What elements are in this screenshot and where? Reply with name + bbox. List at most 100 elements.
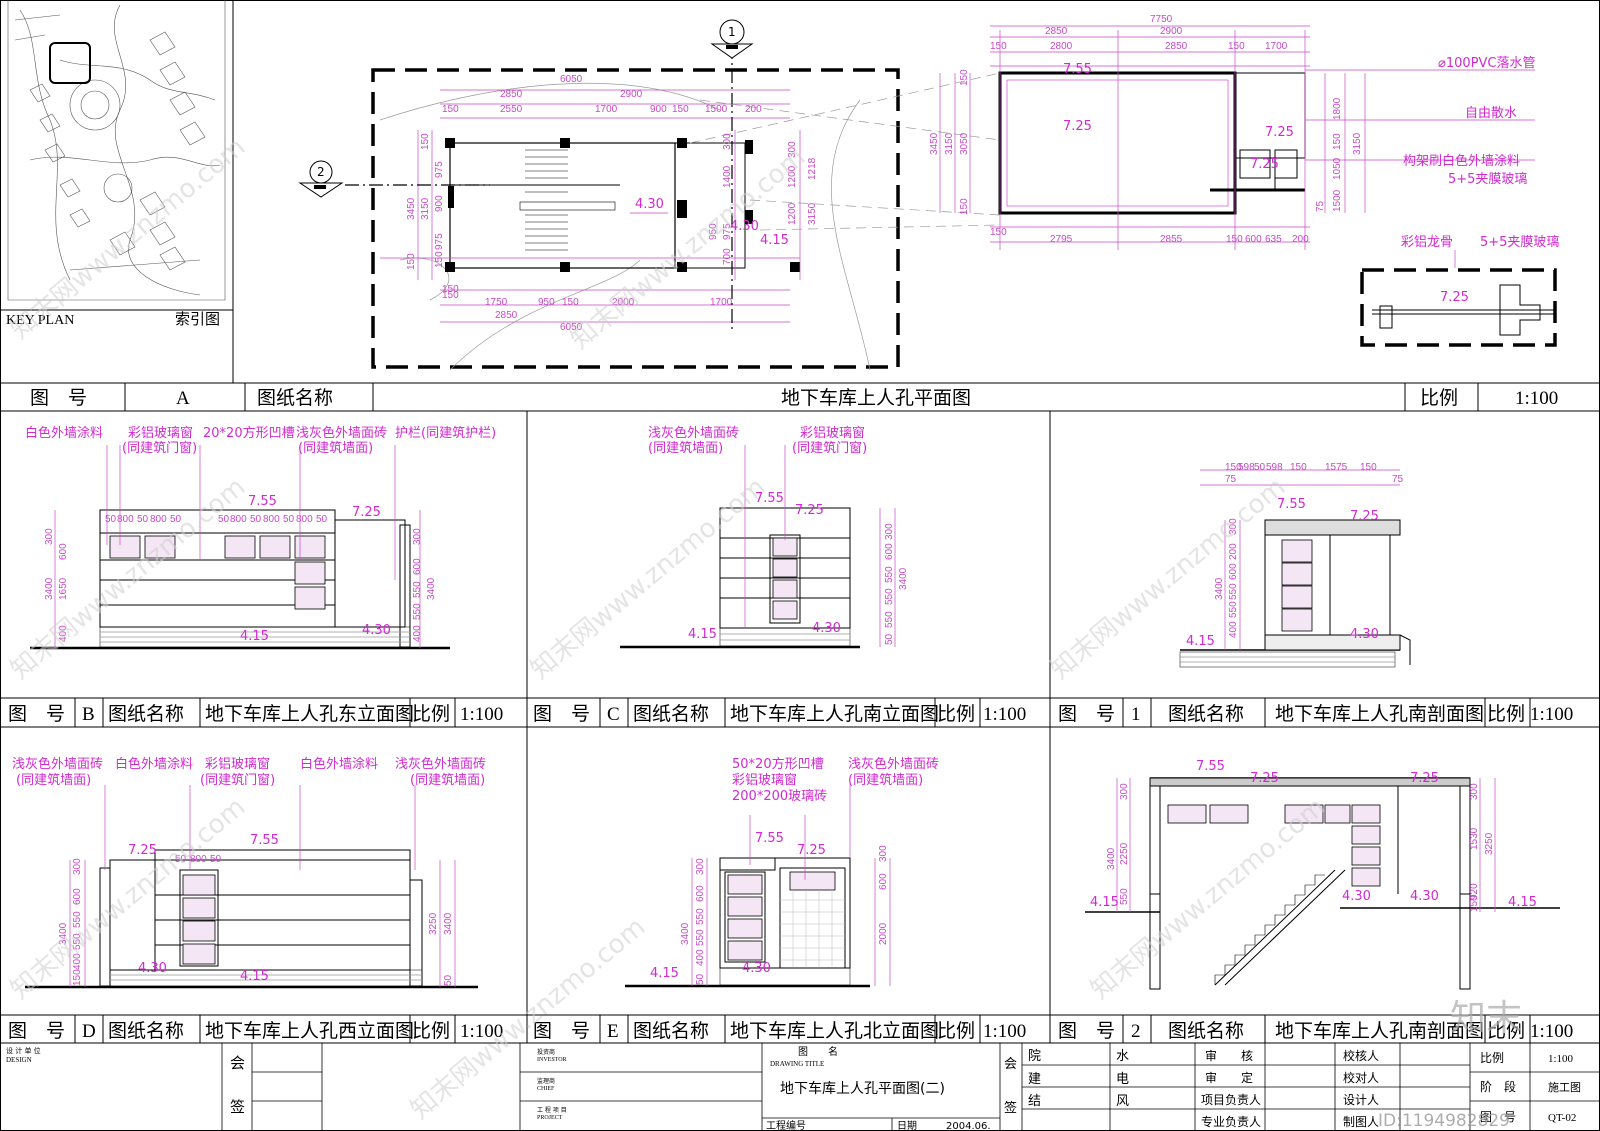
key-plan: KEY PLAN 索引图	[6, 0, 226, 328]
roof-dim: 2850	[1165, 41, 1188, 52]
callout: 200*200玻璃砖	[732, 789, 827, 804]
plan-dim: 3450	[406, 197, 417, 220]
svg-text:知末网www.znzmo.com: 知末网www.znzmo.com	[525, 472, 771, 685]
svg-text:300: 300	[884, 523, 895, 540]
title-row-a: 图 号 A 图纸名称 地下车库上人孔平面图 比例 1:100	[30, 387, 1558, 409]
title-row-d: 图 号 D 图纸名称 地下车库上人孔西立面图 比例 1:100	[8, 1015, 503, 1043]
plan-dim: 150	[442, 290, 459, 301]
svg-text:比例: 比例	[1487, 703, 1525, 725]
plan-dim: 150	[442, 284, 459, 295]
callout: (同建筑门窗)	[200, 772, 275, 788]
north-elevation: 50*20方形凹槽 彩铝玻璃窗 200*200玻璃砖 浅灰色外墙面砖 (同建筑墙…	[625, 756, 939, 988]
svg-text:签: 签	[230, 1098, 245, 1116]
callout: (同建筑墙面)	[648, 440, 723, 456]
roof-note: 自由散水	[1465, 106, 1517, 121]
plan-dim: 150	[406, 253, 417, 270]
svg-text:图 号: 图 号	[1480, 1110, 1516, 1124]
roof-dim: 150	[1228, 41, 1245, 52]
drawing-name: 地下车库上人孔平面图(二)	[780, 1080, 945, 1097]
plan-dim: 1400	[722, 165, 733, 188]
section-2: 7.55 7.25 7.25 4.15 4.30 4.30 4.15 3400 …	[1085, 759, 1560, 990]
svg-text:300: 300	[1228, 518, 1239, 535]
svg-text:75: 75	[1392, 474, 1404, 485]
svg-text:75: 75	[1225, 474, 1237, 485]
ground-plan: 1 2 6050 2850 2900 150 2550 1700 900 150…	[298, 19, 1001, 371]
svg-text:3250: 3250	[428, 912, 439, 935]
svg-text:比例: 比例	[412, 1020, 450, 1042]
level-mark: 7.55	[250, 833, 279, 848]
roof-dim: 150	[1226, 234, 1243, 245]
level-mark: 4.30	[1342, 889, 1371, 904]
plan-boundary	[371, 68, 900, 369]
svg-text:D: D	[82, 1021, 96, 1042]
svg-text:比例: 比例	[1487, 1020, 1525, 1042]
roof-dim: 7750	[1150, 14, 1173, 25]
svg-text:施工图: 施工图	[1548, 1081, 1581, 1094]
plan-dim: 6050	[560, 322, 583, 333]
title-row-c: 图 号 C 图纸名称 地下车库上人孔南立面图 比例 1:100	[533, 698, 1026, 727]
section-marker-1: 1	[710, 19, 754, 59]
svg-text:3400: 3400	[426, 577, 437, 600]
svg-text:1:100: 1:100	[983, 704, 1026, 725]
site-map-thumbnail	[7, 0, 226, 301]
svg-text:800: 800	[263, 514, 280, 525]
svg-text:图纸名称: 图纸名称	[257, 387, 333, 409]
svg-text:800: 800	[296, 514, 313, 525]
roof-dim: 3450	[929, 132, 940, 155]
level-mark: 7.55	[1063, 62, 1092, 77]
svg-text:50: 50	[137, 514, 149, 525]
callout: 浅灰色外墙面砖	[296, 425, 387, 441]
svg-text:600: 600	[695, 885, 706, 902]
svg-text:400: 400	[695, 949, 706, 966]
glazing-detail: 彩铝龙骨 5+5夹膜玻璃 7.25	[1360, 235, 1559, 347]
svg-text:会: 会	[230, 1054, 245, 1072]
level-mark: 7.25	[1440, 290, 1469, 305]
svg-text:DRAWING TITLE: DRAWING TITLE	[770, 1060, 824, 1068]
level-mark: 4.15	[1186, 634, 1215, 649]
svg-text:1:100: 1:100	[1515, 388, 1558, 409]
svg-text:比例: 比例	[412, 703, 450, 725]
plan-dim: 150	[672, 104, 689, 115]
svg-text:50: 50	[170, 514, 182, 525]
key-plan-label: KEY PLAN	[6, 313, 74, 328]
callout: (同建筑门窗)	[792, 440, 867, 456]
callout: 彩铝玻璃窗	[128, 425, 193, 441]
svg-text:550: 550	[884, 611, 895, 628]
svg-text:50: 50	[884, 633, 895, 645]
svg-text:600: 600	[884, 543, 895, 560]
svg-text:2000: 2000	[878, 922, 889, 945]
level-mark: 7.55	[1196, 759, 1225, 774]
svg-text:签: 签	[1004, 1100, 1017, 1116]
svg-text:400: 400	[72, 953, 83, 970]
svg-text:阶 段: 阶 段	[1480, 1079, 1516, 1094]
svg-text:50: 50	[316, 514, 328, 525]
svg-text:1: 1	[1131, 704, 1141, 725]
callout: 彩铝玻璃窗	[205, 756, 270, 772]
svg-text:598: 598	[1266, 462, 1283, 473]
svg-text:150: 150	[72, 969, 83, 986]
svg-text:550: 550	[1228, 601, 1239, 618]
svg-text:3250: 3250	[1484, 832, 1495, 855]
plan-dim: 2850	[495, 310, 518, 321]
svg-text:50: 50	[1254, 462, 1266, 473]
svg-text:150: 150	[1469, 895, 1480, 912]
svg-text:图纸名称: 图纸名称	[108, 703, 184, 725]
svg-text:1:100: 1:100	[983, 1021, 1026, 1042]
level-mark: 7.55	[755, 491, 784, 506]
svg-text:会: 会	[1004, 1057, 1017, 1072]
svg-text:550: 550	[695, 908, 706, 925]
svg-text:50: 50	[250, 514, 262, 525]
key-plan-highlight	[49, 42, 91, 84]
plan-dim: 975	[434, 161, 445, 178]
svg-text:600: 600	[58, 543, 69, 560]
level-mark: 7.25	[1410, 771, 1439, 786]
stair	[519, 149, 616, 251]
svg-text:比例: 比例	[1480, 1051, 1504, 1065]
plan-dim: 1218	[807, 157, 818, 180]
plan-dim: 700	[722, 248, 733, 265]
svg-text:550: 550	[72, 911, 83, 928]
svg-text:图 号: 图 号	[8, 1020, 65, 1042]
svg-text:INVESTOR: INVESTOR	[537, 1057, 567, 1063]
svg-text:地下车库上人孔东立面图: 地下车库上人孔东立面图	[205, 703, 414, 725]
svg-text:150: 150	[1360, 462, 1377, 473]
